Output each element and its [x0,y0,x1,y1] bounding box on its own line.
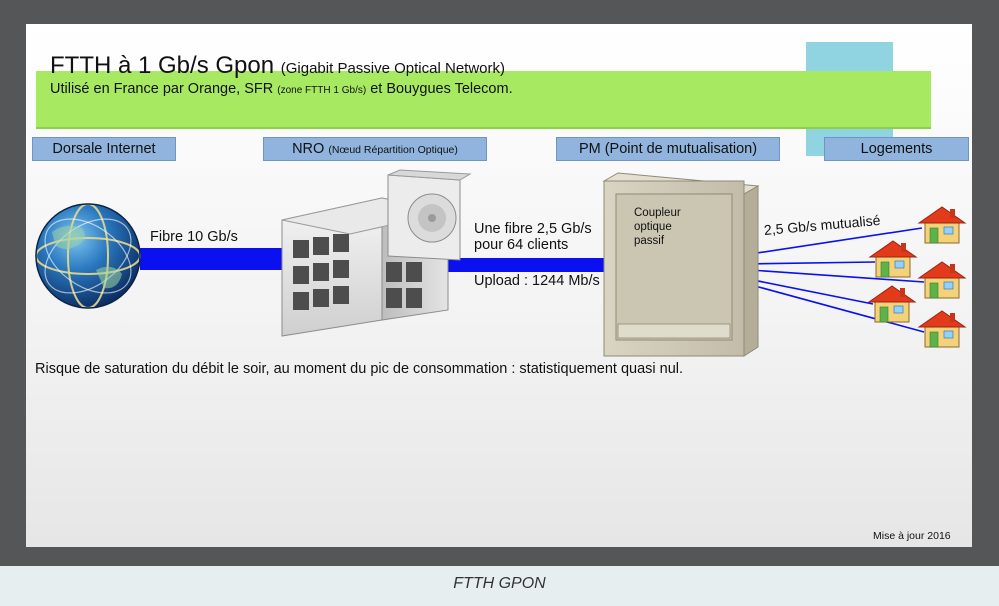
label-fibre-shared-2: pour 64 clients [474,237,569,253]
title-main: FTTH à 1 Gb/s Gpon [50,52,275,79]
label-nro-main: NRO [292,141,325,157]
label-fibre-backbone: Fibre 10 Gb/s [150,229,238,245]
coupler-line-3: passif [634,235,665,247]
nro-building-icon [281,169,472,337]
coupler-line-2: optique [634,221,672,233]
house-icon [868,285,916,323]
house-icon [918,261,966,299]
pm-cabinet-icon [602,172,760,357]
fiber-nro-pm [445,258,645,272]
label-nro-small: (Nœud Répartition Optique) [328,144,458,156]
slide [26,24,972,547]
coupler-line-1: Coupleur [634,207,681,219]
label-fibre-shared-1: Une fibre 2,5 Gb/s [474,221,592,237]
fiber-backbone [140,248,290,270]
label-dorsale: Dorsale Internet [32,137,176,161]
update-date: Mise à jour 2016 [873,530,951,542]
house-icon [918,310,966,348]
slide-subtitle: Utilisé en France par Orange, SFR (zone … [50,81,513,97]
globe-icon [35,203,141,309]
image-caption: FTTH GPON [453,575,546,592]
house-icon [918,206,966,244]
title-paren: (Gigabit Passive Optical Network) [280,60,505,77]
subtitle-small: (zone FTTH 1 Gb/s) [277,85,367,96]
title-banner [36,71,931,129]
label-nro: NRO (Nœud Répartition Optique) [263,137,487,161]
saturation-note: Risque de saturation du débit le soir, a… [35,361,684,377]
label-upload: Upload : 1244 Mb/s [474,273,600,289]
subtitle-a: Utilisé en France par Orange, SFR [50,81,274,97]
label-pm: PM (Point de mutualisation) [556,137,780,161]
slide-title: FTTH à 1 Gb/s Gpon (Gigabit Passive Opti… [50,52,505,80]
house-icon [869,240,917,278]
label-logements: Logements [824,137,969,161]
caption-bar [0,566,999,606]
subtitle-b: et Bouygues Telecom. [370,81,513,97]
